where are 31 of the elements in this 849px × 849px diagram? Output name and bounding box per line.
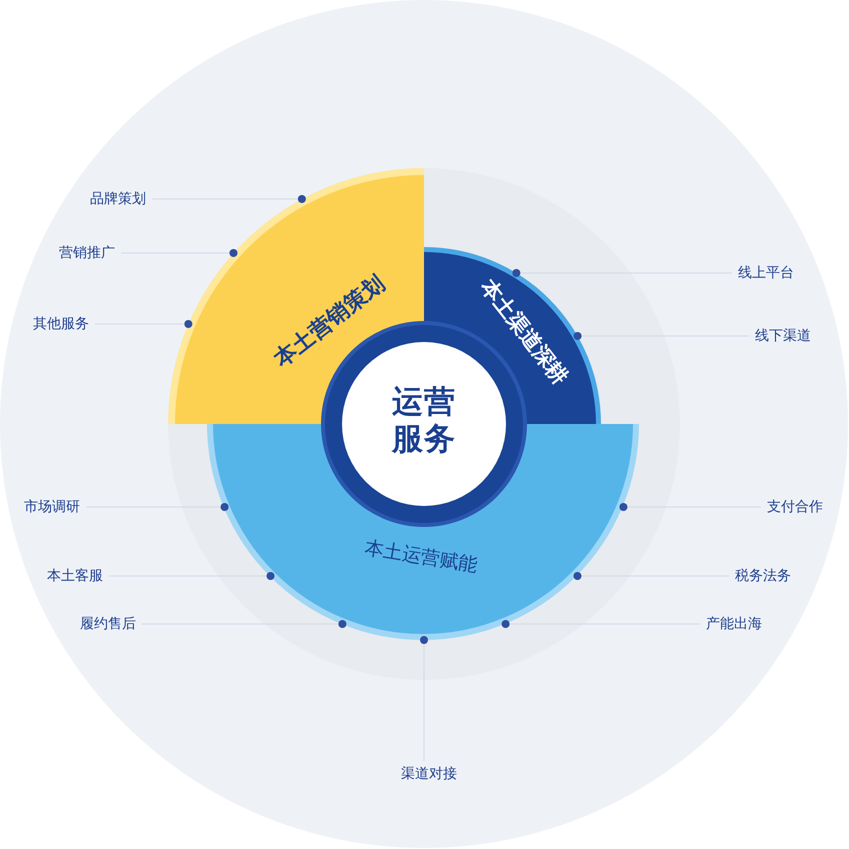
leader-line [619,503,762,511]
leader-line [120,249,238,257]
item-label: 市场调研 [24,498,80,516]
segment-label: 本土运营赋能 [363,538,479,576]
leader-line [420,636,428,762]
item-label: 渠道对接 [401,765,457,783]
leader-line [142,620,346,628]
leader-line [574,332,750,340]
item-label: 支付合作 [767,498,823,516]
center-title: 运营服务 [390,384,457,458]
item-label: 本土客服 [47,567,103,585]
item-label: 品牌策划 [90,190,146,208]
item-label: 其他服务 [33,315,89,333]
item-label: 线上平台 [738,264,794,282]
ring-segment [207,424,639,640]
ring-segment [424,247,601,424]
segment-label: 本土营销策划 [271,272,389,372]
item-label: 产能出海 [706,615,762,633]
ring-segment [168,168,425,425]
leader-line [108,572,275,580]
leader-line [502,620,700,628]
item-label: 履约售后 [80,615,136,633]
leader-line [94,320,192,328]
item-label: 线下渠道 [755,327,811,345]
leader-line [86,503,229,511]
leader-line [573,572,730,580]
leader-line [512,269,732,277]
segment-label: 本土渠道深耕 [476,276,572,388]
item-label: 营销推广 [59,244,115,262]
item-label: 税务法务 [735,567,791,585]
leader-line [152,195,306,203]
